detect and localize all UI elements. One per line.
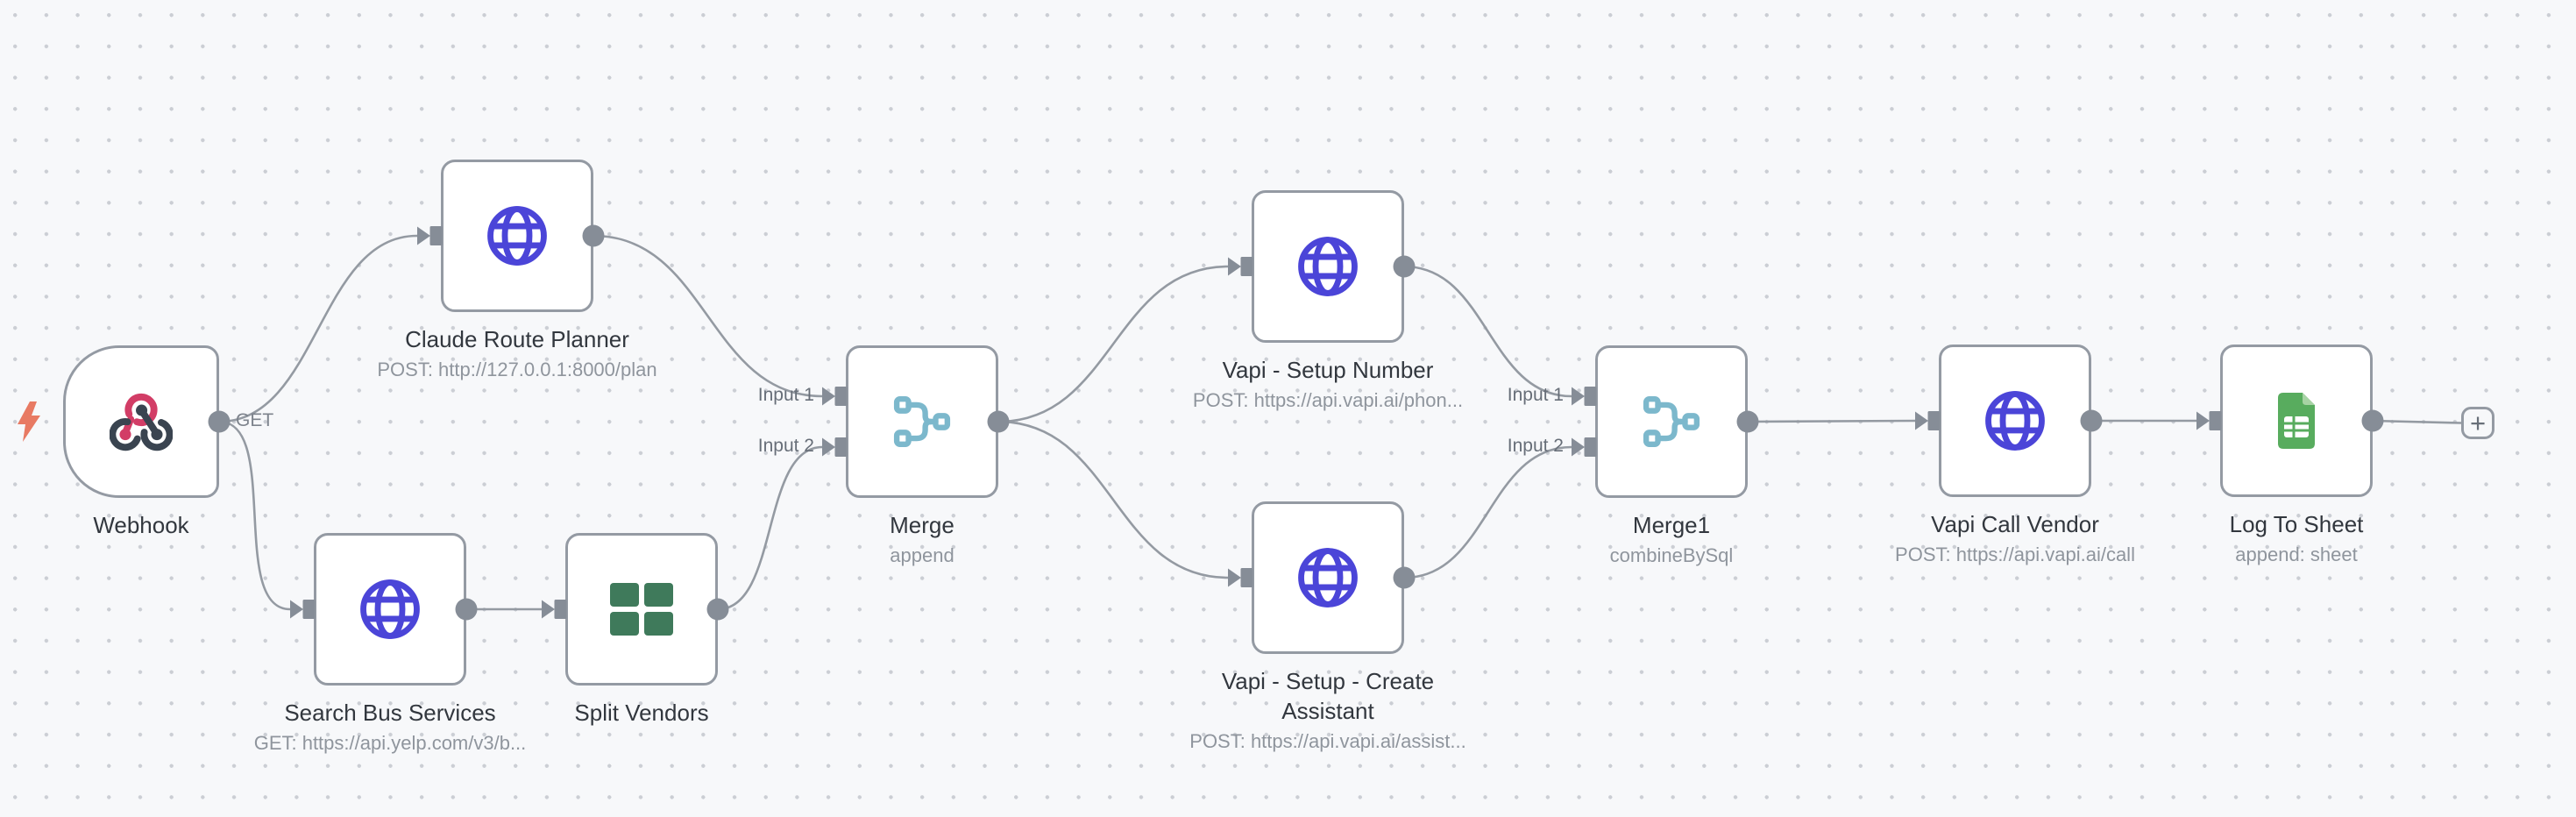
lightning-bolt-icon (18, 401, 40, 446)
edge-webhook-to-search_bus_services[interactable] (218, 420, 291, 611)
globe-icon (483, 202, 551, 270)
output-label-webhook: GET (236, 410, 274, 430)
output-port-merge[interactable] (987, 410, 1010, 433)
node-merge[interactable] (846, 345, 998, 498)
edge-merge-to-vapi_setup_create_assistant[interactable] (997, 420, 1229, 579)
output-port-log_to_sheet[interactable] (2361, 409, 2384, 432)
node-subtitle: append: sheet (2235, 543, 2358, 565)
node-label-log_to_sheet: Log To Sheet append: sheet (2147, 509, 2445, 566)
input-label-merge1-0: Input 1 (1507, 385, 1564, 405)
node-label-merge1: Merge1 combineBySql (1522, 510, 1820, 567)
node-title: Log To Sheet (2229, 511, 2364, 537)
input-label-merge-1: Input 2 (757, 436, 814, 456)
globe-icon (356, 575, 424, 643)
edge-split_vendors-to-merge[interactable] (717, 445, 823, 611)
node-title: Split Vendors (574, 700, 709, 726)
node-subtitle: POST: https://api.vapi.ai/phon... (1192, 389, 1464, 411)
node-title: Vapi - Setup Number (1222, 357, 1434, 383)
output-port-merge1[interactable] (1736, 410, 1759, 433)
node-subtitle: POST: http://127.0.0.1:8000/plan (377, 359, 657, 380)
node-label-webhook: Webhook (0, 510, 290, 540)
node-subtitle: GET: https://api.yelp.com/v3/b... (253, 732, 527, 754)
node-vapi_call_vendor[interactable] (1939, 345, 2091, 497)
edge-log_to_sheet-to-add_button[interactable] (2372, 419, 2462, 424)
node-vapi_setup_create_assistant[interactable] (1252, 501, 1404, 654)
webhook-icon (110, 390, 173, 453)
node-title: Merge (890, 512, 954, 538)
node-split_vendors[interactable] (565, 533, 718, 686)
node-label-merge: Merge append (773, 510, 1071, 567)
output-port-vapi_setup_number[interactable] (1393, 255, 1416, 278)
node-title: Merge1 (1632, 512, 1711, 538)
globe-icon (1981, 387, 2049, 455)
node-webhook[interactable] (63, 345, 219, 498)
node-title: Claude Route Planner (405, 326, 629, 352)
node-subtitle: POST: https://api.vapi.ai/assist... (1189, 730, 1466, 752)
edge-webhook-to-claude_route_planner[interactable] (218, 234, 418, 423)
node-subtitle: combineBySql (1609, 544, 1734, 566)
output-port-webhook[interactable] (208, 410, 231, 433)
edge-merge-to-vapi_setup_number[interactable] (997, 265, 1229, 423)
node-title: Vapi - Setup - Create Assistant (1221, 668, 1435, 724)
node-title: Vapi Call Vendor (1931, 511, 2099, 537)
node-log_to_sheet[interactable] (2220, 345, 2373, 497)
sheets-icon (2273, 387, 2320, 454)
node-subtitle: append (890, 544, 954, 566)
node-label-split_vendors: Split Vendors (493, 698, 791, 728)
grid-icon (610, 583, 673, 636)
node-merge1[interactable] (1595, 345, 1748, 498)
input-label-merge1-1: Input 2 (1507, 436, 1564, 456)
node-subtitle: POST: https://api.vapi.ai/call (1895, 543, 2135, 565)
merge-icon (893, 395, 951, 448)
globe-icon (1294, 232, 1362, 301)
output-port-search_bus_services[interactable] (455, 598, 478, 621)
edge-merge1-to-vapi_call_vendor[interactable] (1747, 419, 1916, 423)
node-vapi_setup_number[interactable] (1252, 190, 1404, 343)
edge-claude_route_planner-to-merge[interactable] (593, 234, 823, 398)
output-port-claude_route_planner[interactable] (582, 224, 605, 247)
node-title: Webhook (93, 512, 189, 538)
node-title: Search Bus Services (284, 700, 496, 726)
edge-vapi_setup_number-to-merge1[interactable] (1403, 265, 1572, 398)
output-port-vapi_call_vendor[interactable] (2080, 409, 2103, 432)
output-port-split_vendors[interactable] (706, 598, 729, 621)
input-label-merge-0: Input 1 (757, 385, 814, 405)
output-port-vapi_setup_create_assistant[interactable] (1393, 566, 1416, 589)
merge-icon (1643, 395, 1700, 448)
globe-icon (1294, 543, 1362, 612)
edge-vapi_setup_create_assistant-to-merge1[interactable] (1403, 445, 1572, 579)
node-claude_route_planner[interactable] (441, 160, 593, 312)
add-node-button[interactable]: + (2461, 407, 2494, 439)
